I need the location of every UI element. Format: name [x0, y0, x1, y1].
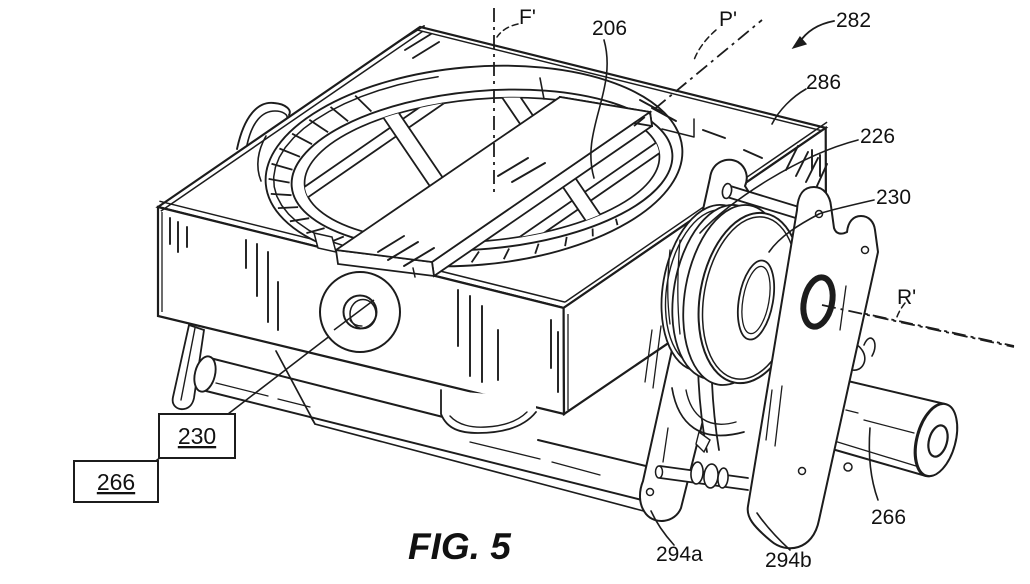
svg-text:282: 282 — [836, 9, 871, 32]
svg-text:F': F' — [519, 6, 536, 29]
svg-text:266: 266 — [871, 506, 906, 529]
svg-text:FIG. 5: FIG. 5 — [408, 526, 512, 567]
svg-text:226: 226 — [860, 125, 895, 148]
svg-text:206: 206 — [592, 17, 627, 40]
svg-text:266: 266 — [97, 469, 135, 495]
svg-text:294a: 294a — [656, 543, 703, 566]
svg-text:P': P' — [719, 8, 737, 31]
svg-text:230: 230 — [876, 186, 911, 209]
svg-text:R': R' — [897, 286, 916, 309]
svg-text:294b: 294b — [765, 549, 812, 572]
svg-text:286: 286 — [806, 71, 841, 94]
svg-text:230: 230 — [178, 423, 216, 449]
